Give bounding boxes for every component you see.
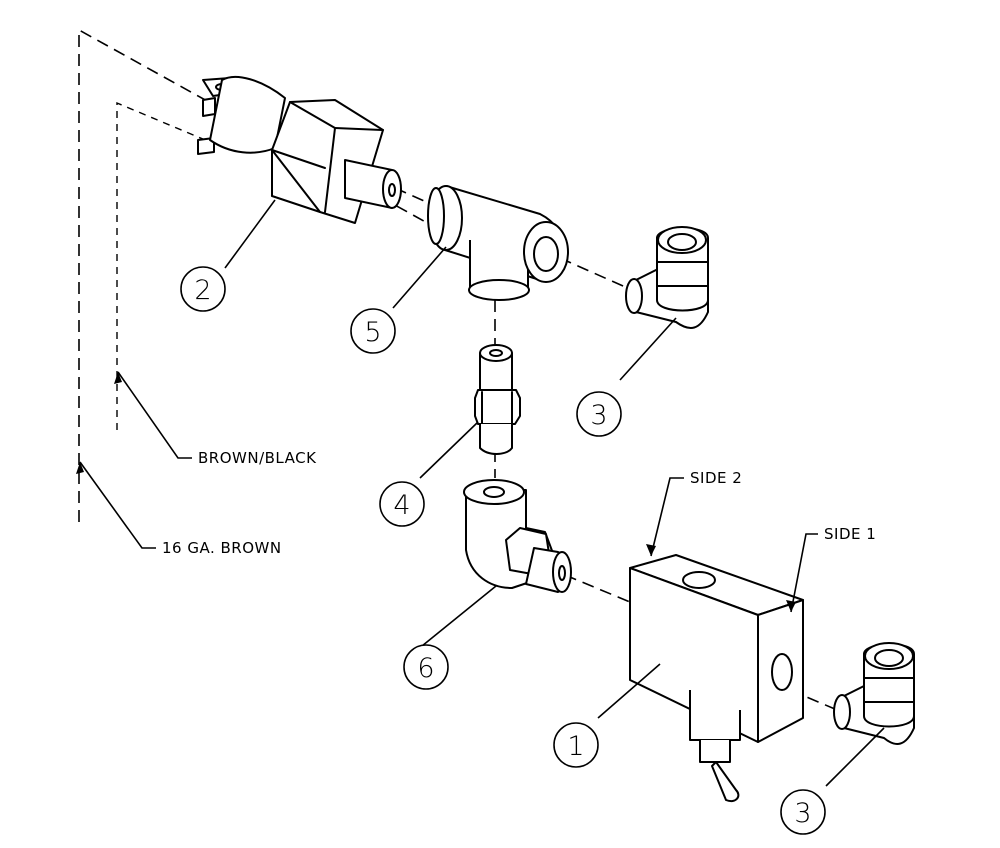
- street-elbow-part: [463, 479, 572, 593]
- balloon-3-upper: 3: [576, 391, 622, 437]
- label-16ga-brown: 16 GA. BROWN: [162, 539, 282, 557]
- balloon-3-lower-label: 3: [794, 798, 811, 829]
- tee-fitting-part: [427, 185, 569, 301]
- balloon-6: 6: [403, 644, 449, 690]
- balloon-3-lower: 3: [780, 789, 826, 835]
- label-side-2: SIDE 2: [690, 469, 742, 487]
- hex-nipple-part: [474, 344, 521, 455]
- balloon-5: 5: [350, 308, 396, 354]
- balloon-4: 4: [379, 481, 425, 527]
- pressure-switch-part: [197, 75, 402, 224]
- label-side-1: SIDE 1: [824, 525, 876, 543]
- wire-brown-black: [116, 101, 211, 430]
- leader-lines: [79, 199, 885, 787]
- balloon-1: 1: [553, 722, 599, 768]
- elbow-push-fitting-lower-part: [833, 642, 915, 745]
- label-brown-black: BROWN/BLACK: [198, 449, 317, 467]
- balloon-6-label: 6: [417, 653, 434, 684]
- elbow-push-fitting-part: [625, 226, 709, 329]
- valve-block-part: [629, 554, 804, 802]
- balloon-4-label: 4: [393, 490, 410, 521]
- balloon-3-upper-label: 3: [590, 400, 607, 431]
- balloon-2-label: 2: [194, 275, 211, 306]
- balloon-5-label: 5: [364, 317, 381, 348]
- balloon-2: 2: [180, 266, 226, 312]
- balloon-1-label: 1: [567, 731, 584, 762]
- leader-arrowheads: [76, 372, 796, 612]
